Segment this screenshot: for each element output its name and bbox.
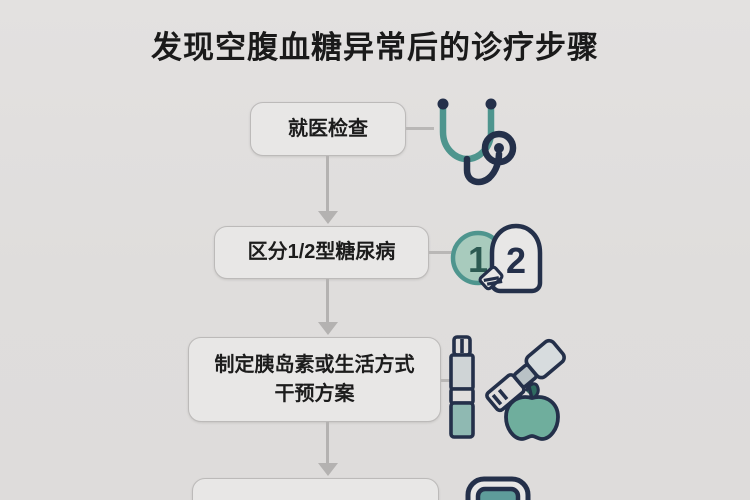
flow-node-step-2-label: 区分1/2型糖尿病 [247, 241, 396, 263]
connector-step-1-to-icon [406, 127, 434, 130]
insulin-pen-apple-icon [444, 333, 576, 441]
connector-step-2-to-icon [429, 251, 454, 254]
stethoscope-icon [421, 90, 525, 190]
flow-node-step-1: 就医检查 [250, 102, 406, 156]
arrow-head [318, 463, 338, 476]
types-badge-2-text: 2 [506, 240, 526, 281]
glucose-meter-icon [462, 474, 572, 500]
flow-node-step-1-label: 就医检查 [288, 117, 368, 140]
arrow-stem [326, 279, 329, 325]
flow-node-step-2: 区分1/2型糖尿病 [214, 226, 429, 279]
arrow-stem [326, 156, 329, 214]
arrow-stem [326, 422, 329, 466]
flow-node-step-3-line-2: 干预方案 [274, 382, 355, 405]
arrow-head [318, 211, 338, 224]
types-badge-1-text: 1 [468, 239, 488, 280]
flow-arrow-3-to-4 [315, 422, 341, 478]
flow-arrow-1-to-2 [315, 156, 341, 226]
flow-node-step-3-line-1: 制定胰岛素或生活方式 [214, 353, 415, 376]
page-title: 发现空腹血糖异常后的诊疗步骤 [151, 30, 599, 65]
flow-node-step-3-label: 制定胰岛素或生活方式 干预方案 [205, 351, 425, 409]
arrow-head [318, 322, 338, 335]
flow-node-step-4 [192, 478, 439, 500]
flow-node-step-3: 制定胰岛素或生活方式 干预方案 [188, 337, 441, 422]
diabetes-types-icon: 1 2 [448, 221, 548, 297]
flow-arrow-2-to-3 [315, 279, 341, 337]
